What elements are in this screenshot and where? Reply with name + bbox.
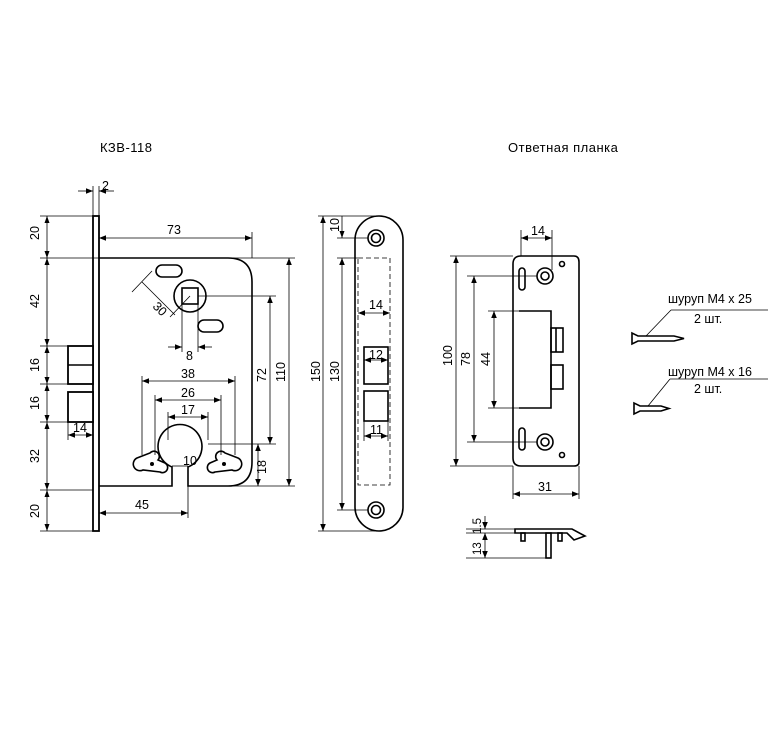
svg-text:110: 110: [274, 362, 288, 382]
svg-text:31: 31: [538, 480, 552, 494]
svg-text:73: 73: [167, 223, 181, 237]
svg-text:10: 10: [183, 454, 197, 468]
lock-dimension-text: 2 73 20 42 16 16 32 20 14 30 8 38 26 17 …: [28, 179, 288, 518]
svg-text:12: 12: [369, 348, 383, 362]
svg-text:30: 30: [150, 299, 170, 319]
strike-title: Ответная планка: [508, 140, 619, 155]
screw-m4x16: [633, 378, 768, 416]
strike-plate-front: [512, 255, 580, 467]
svg-text:10: 10: [328, 218, 342, 232]
svg-text:14: 14: [369, 298, 383, 312]
strike-dimension-text: 14 100 78 44 31 1.5 13: [441, 224, 552, 555]
svg-text:78: 78: [459, 352, 473, 366]
lock-title: КЗВ-118: [100, 140, 153, 155]
svg-text:32: 32: [28, 449, 42, 463]
svg-text:72: 72: [255, 368, 269, 382]
screw-2-label: шуруп М4 х 16: [668, 365, 752, 379]
screw-m4x25: [631, 309, 768, 346]
screw-1-qty: 2 шт.: [694, 312, 722, 326]
svg-text:100: 100: [441, 345, 455, 366]
svg-text:14: 14: [531, 224, 545, 238]
svg-text:38: 38: [181, 367, 195, 381]
screw-1-label: шуруп М4 х 25: [668, 292, 752, 306]
svg-text:45: 45: [135, 498, 149, 512]
svg-text:8: 8: [186, 349, 193, 363]
svg-text:20: 20: [28, 226, 42, 240]
svg-text:26: 26: [181, 386, 195, 400]
svg-text:130: 130: [328, 361, 342, 382]
svg-text:150: 150: [309, 361, 323, 382]
svg-text:14: 14: [73, 421, 87, 435]
faceplate-dimension-text: 10 150 130 14 12 11: [309, 218, 383, 437]
strike-plate-side: [514, 528, 587, 559]
svg-text:18: 18: [255, 460, 269, 474]
svg-text:13: 13: [472, 542, 484, 555]
faceplate-view: [354, 215, 404, 532]
strike-dimension-lines: [450, 230, 580, 559]
screw-2-qty: 2 шт.: [694, 382, 722, 396]
svg-text:44: 44: [479, 352, 493, 366]
svg-text:16: 16: [28, 396, 42, 410]
svg-text:11: 11: [370, 423, 383, 437]
faceplate-dimension-lines: [318, 215, 390, 532]
svg-text:17: 17: [181, 403, 195, 417]
svg-text:2: 2: [102, 179, 109, 193]
svg-text:16: 16: [28, 358, 42, 372]
svg-text:1.5: 1.5: [472, 518, 484, 534]
svg-text:42: 42: [28, 294, 42, 308]
lock-body: [67, 215, 253, 532]
lock-dimension-lines: [40, 186, 295, 532]
svg-text:20: 20: [28, 504, 42, 518]
